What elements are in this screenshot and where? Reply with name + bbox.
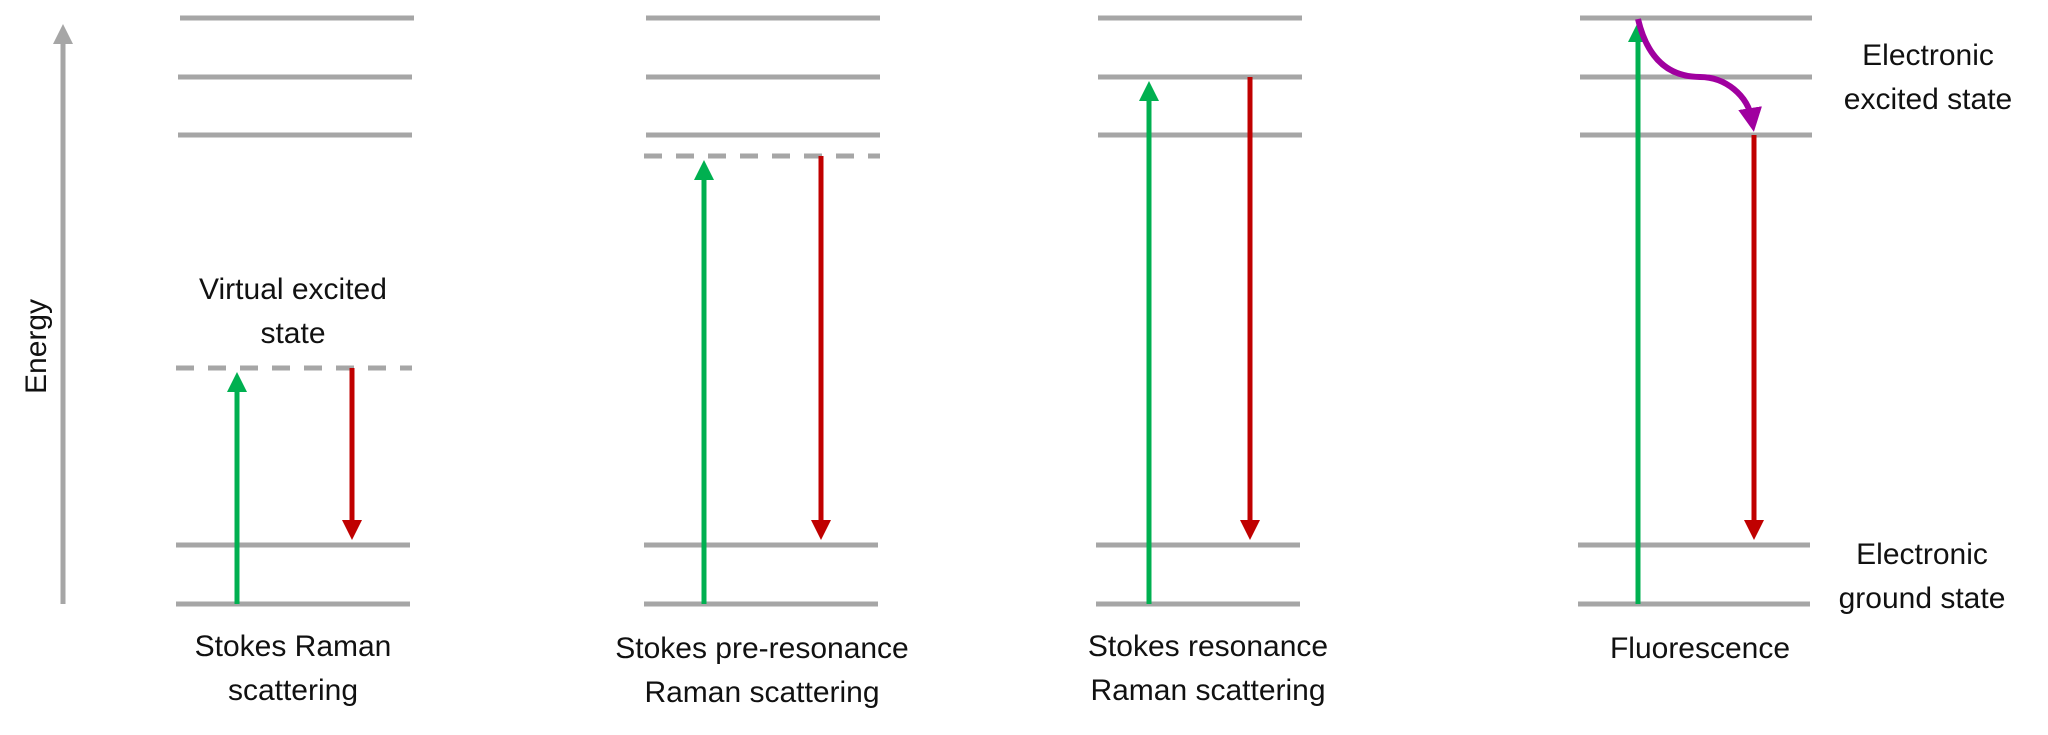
virtual-state-label: Virtual excited state xyxy=(199,273,387,350)
panel-fluorescence xyxy=(1578,15,1812,607)
panel-title-stokes-raman: Stokes Raman scattering xyxy=(194,630,392,707)
panel-title-resonance: Stokes resonance Raman scattering xyxy=(1087,630,1329,707)
excited-state-label: Electronic excited state xyxy=(1843,39,2013,116)
panel-title-pre-resonance: Stokes pre-resonance Raman scattering xyxy=(615,632,909,709)
panel-title-fluorescence: Fluorescence xyxy=(1609,632,1791,665)
panel-stokes-raman xyxy=(176,15,414,607)
relaxation-arrow xyxy=(1635,18,1762,132)
panel-pre-resonance xyxy=(644,15,880,607)
energy-axis-label: Energy xyxy=(20,298,53,394)
ground-state-label: Electronic ground state xyxy=(1838,538,2006,615)
panel-resonance xyxy=(1096,15,1302,607)
